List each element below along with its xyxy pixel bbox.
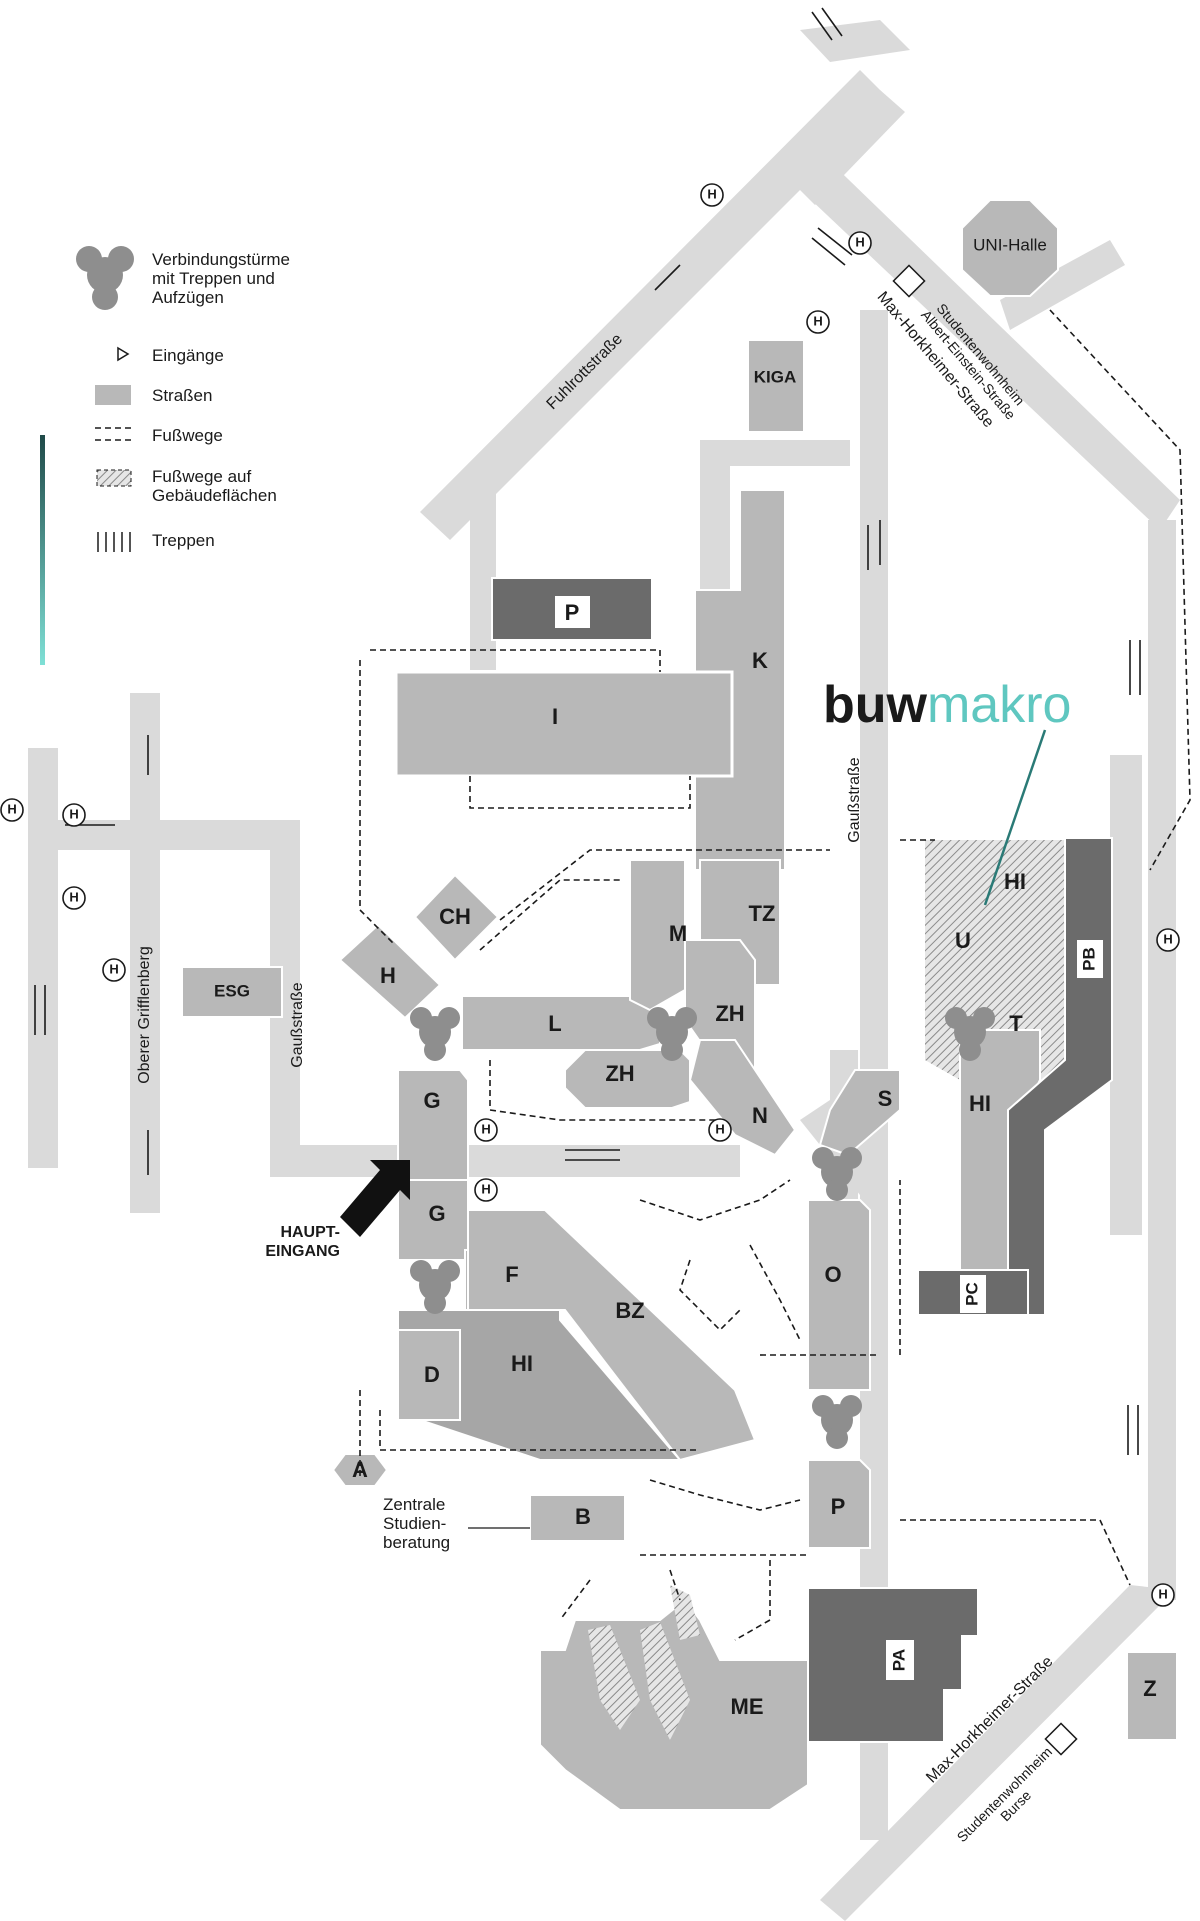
legend-entrance-icon: [117, 346, 130, 362]
legend-stairs-label: Treppen: [152, 531, 215, 550]
building-o: [807, 1199, 871, 1391]
label-zh-2: ZH: [715, 1001, 744, 1026]
bus-stop-icon: H: [69, 806, 78, 821]
label-g-top: G: [423, 1088, 440, 1113]
label-b: B: [575, 1504, 591, 1529]
building-p-bottom: [807, 1459, 871, 1549]
label-zh-1: ZH: [605, 1061, 634, 1086]
wohnheim-bottom-box: [1044, 1722, 1078, 1756]
street-gauss-left: Gaußstraße: [289, 982, 306, 1067]
label-p-top: P: [565, 600, 580, 625]
building-i: [394, 670, 734, 778]
label-me: ME: [731, 1694, 764, 1719]
bus-stop-icon: H: [481, 1121, 490, 1136]
building-ch: [413, 873, 500, 962]
label-pb: PB: [1079, 947, 1098, 971]
label-d: D: [424, 1362, 440, 1387]
label-p-bottom: P: [831, 1494, 846, 1519]
wohnheim-top-box: [892, 264, 926, 298]
accent-bar: [40, 435, 45, 665]
connection-towers: [410, 1007, 995, 1449]
footpaths: [359, 309, 1191, 1641]
bus-stop-icon: H: [707, 186, 716, 201]
building-zh-1: [564, 1049, 691, 1109]
label-pa: PA: [889, 1649, 908, 1671]
building-h: [338, 923, 442, 1020]
building-z: [1126, 1651, 1178, 1741]
legend-road-icon: [95, 385, 131, 405]
label-tz: TZ: [749, 901, 776, 926]
legend-roads-label: Straßen: [152, 386, 212, 405]
label-u: U: [955, 928, 971, 953]
bus-stop-icon: H: [69, 889, 78, 904]
label-z: Z: [1143, 1676, 1156, 1701]
brand-logo: buwmakro: [823, 676, 1071, 734]
bus-stop-icon: H: [855, 234, 864, 249]
label-hi-lower: HI: [511, 1351, 533, 1376]
label-s: S: [878, 1086, 893, 1111]
label-m: M: [669, 921, 687, 946]
label-hi-top: HI: [1004, 869, 1026, 894]
label-uni-halle: UNI-Halle: [973, 235, 1047, 254]
label-o: O: [824, 1262, 841, 1287]
label-i: I: [552, 704, 558, 729]
label-hi-right: HI: [969, 1091, 991, 1116]
bus-stop-icon: H: [1158, 1586, 1167, 1601]
bus-stop-icon: H: [7, 801, 16, 816]
label-kiga: KIGA: [754, 367, 797, 386]
label-g-bottom: G: [428, 1201, 445, 1226]
legend-tower-icon: [76, 246, 134, 310]
legend-stairs-icon: [97, 532, 131, 552]
building-kiga: [747, 339, 805, 433]
bus-stop-icon: H: [1163, 931, 1172, 946]
label-ch: CH: [439, 904, 471, 929]
buildings: [181, 199, 1178, 1811]
label-k: K: [752, 648, 768, 673]
label-t: T: [1009, 1011, 1023, 1036]
building-uni-halle: [961, 199, 1059, 297]
label-f: F: [505, 1262, 518, 1287]
legend-entrances-label: Eingänge: [152, 346, 224, 365]
building-m: [629, 859, 686, 1012]
bus-stops: H H H H H H H H H H H H: [0, 183, 1180, 1607]
legend-footpath-building-icon: [96, 469, 132, 487]
label-bz: BZ: [615, 1298, 644, 1323]
bus-stop-icon: H: [813, 313, 822, 328]
building-d: [397, 1329, 461, 1421]
label-pc: PC: [962, 1282, 981, 1306]
label-h: H: [380, 963, 396, 988]
label-a: A: [352, 1457, 368, 1482]
building-labels: UNI-Halle KIGA P K I CH H ESG L ZH M TZ …: [214, 235, 1157, 1718]
label-n: N: [752, 1103, 768, 1128]
building-b: [529, 1494, 626, 1542]
label-esg: ESG: [214, 981, 250, 1000]
street-gauss-right: Gaußstraße: [846, 757, 863, 842]
main-entrance-arrow: [340, 1160, 410, 1237]
label-l: L: [548, 1011, 561, 1036]
legend-footpaths-label: Fußwege: [152, 426, 223, 445]
haupteingang-label: HAUPT-EINGANG: [265, 1224, 340, 1260]
buwmakro-pointer: [983, 729, 1047, 906]
building-n: [688, 1039, 797, 1157]
street-griffl: Oberer Grifflenberg: [136, 946, 153, 1084]
bus-stop-icon: H: [481, 1181, 490, 1196]
bus-stop-icon: H: [715, 1121, 724, 1136]
building-esg: [181, 966, 283, 1018]
bus-stop-icon: H: [109, 961, 118, 976]
